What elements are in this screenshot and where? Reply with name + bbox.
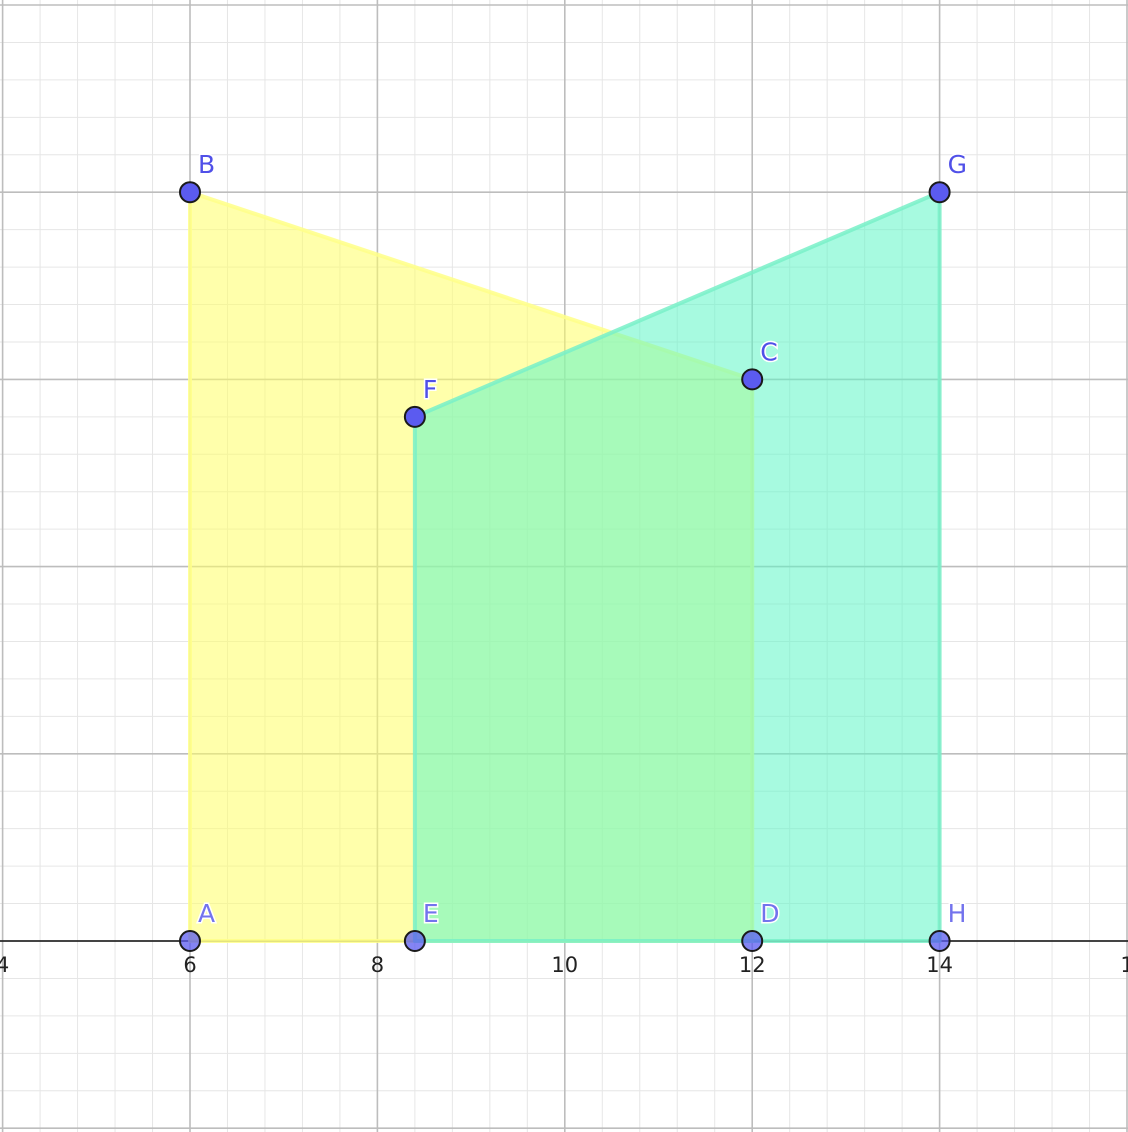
point-label-b: B <box>198 150 215 179</box>
polygons-layer <box>188 190 942 943</box>
x-axis-tick-labels: 4 6 8 10 12 14 1 <box>0 953 1128 977</box>
point-b[interactable] <box>179 181 201 204</box>
point-label-g: G <box>948 150 967 179</box>
point-a[interactable] <box>179 930 201 952</box>
x-tick-label: 8 <box>371 953 384 977</box>
point-f[interactable] <box>403 405 426 428</box>
x-tick-label: 4 <box>0 953 9 977</box>
point-label-f: F <box>423 375 437 404</box>
x-tick-label: 14 <box>926 953 953 977</box>
x-tick-label: 1 <box>1120 953 1128 977</box>
point-label-e: E <box>423 899 439 928</box>
point-label-h: H <box>948 899 967 928</box>
point-label-c: C <box>760 337 777 366</box>
x-tick-label: 10 <box>551 953 578 977</box>
point-h[interactable] <box>928 930 951 952</box>
point-c[interactable] <box>741 368 764 391</box>
x-tick-label: 12 <box>739 953 766 977</box>
point-e[interactable] <box>403 930 426 952</box>
point-d[interactable] <box>741 930 764 952</box>
point-label-d: D <box>760 899 779 928</box>
point-label-a: A <box>198 899 215 928</box>
points-layer <box>179 181 951 952</box>
point-labels-layer: A B C D E F G H <box>197 149 969 930</box>
x-tick-label: 6 <box>183 953 196 977</box>
point-g[interactable] <box>928 181 951 204</box>
